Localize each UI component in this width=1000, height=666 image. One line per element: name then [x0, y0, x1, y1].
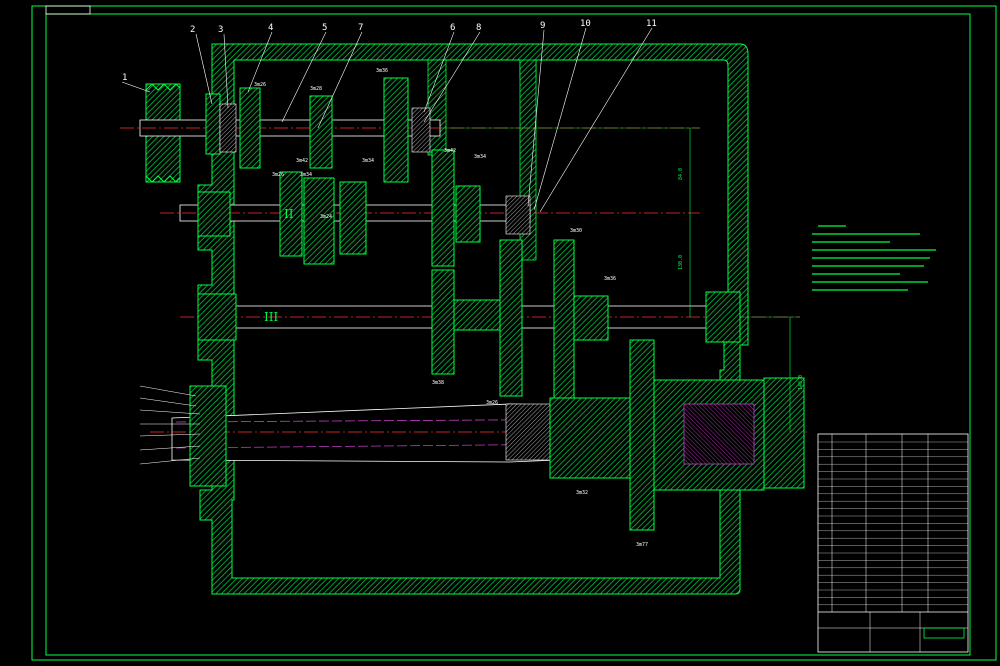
- gear-tag: 3m36: [604, 276, 616, 282]
- part-number: 2: [190, 25, 195, 35]
- part-number: 5: [322, 23, 327, 33]
- gear-tag: 3m42: [444, 148, 456, 154]
- part-number: 9: [540, 21, 545, 31]
- gear-tag: 3m26: [272, 172, 284, 178]
- part-number: 1: [122, 73, 127, 83]
- gear-tag: 3m26: [254, 82, 266, 88]
- gear-tag: 3m42: [296, 158, 308, 164]
- leaders: [121, 27, 653, 213]
- shaft-2: [160, 149, 700, 267]
- gear-tag: 3m38: [432, 380, 444, 386]
- gear-tag: 3m77: [636, 542, 648, 548]
- shaft-1: [120, 77, 700, 183]
- gear-tag: 3m34: [474, 154, 486, 160]
- spindle: [150, 339, 810, 531]
- gear-tag: 3m34: [300, 172, 312, 178]
- gear-tag: 3m26: [486, 400, 498, 406]
- dim-label: 148.0: [798, 375, 804, 390]
- outer-frame: [31, 5, 997, 661]
- part-number: 8: [476, 23, 481, 33]
- gear-tag: 3m30: [570, 228, 582, 234]
- technical-notes: [812, 225, 936, 291]
- part-number: 6: [450, 23, 455, 33]
- shaft-3: [180, 239, 800, 401]
- part-number: 10: [580, 19, 591, 29]
- shaft-label: III: [264, 310, 278, 324]
- gear-tag: 3m28: [310, 86, 322, 92]
- spindle-leaders: [139, 385, 201, 465]
- part-number: 11: [646, 19, 657, 29]
- part-number: 7: [358, 23, 363, 33]
- part-number: 4: [268, 23, 273, 33]
- part-number: 3: [218, 25, 223, 35]
- gear-tag: 3m34: [362, 158, 374, 164]
- parts-list: [817, 433, 969, 653]
- gear-tag: 3m24: [320, 214, 332, 220]
- shaft-label: II: [284, 207, 294, 221]
- inner-frame: [45, 13, 971, 656]
- dim-label: 130.0: [678, 255, 684, 270]
- dimensions: 84.0 130.0 148.0: [440, 127, 804, 432]
- dim-label: 84.0: [678, 168, 684, 180]
- gear-tag: 3m36: [376, 68, 388, 74]
- corner-box: [45, 5, 91, 15]
- gear-tag: 3m32: [576, 490, 588, 496]
